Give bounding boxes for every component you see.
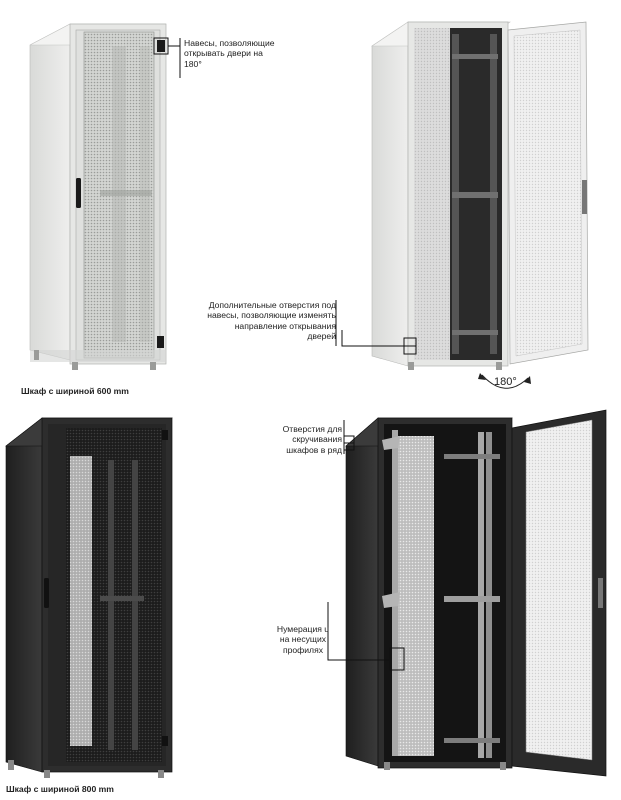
callout-extra-holes-line-3: направление открывания	[234, 320, 336, 331]
caption-cabinet-800: Шкаф с шириной 800 mm	[6, 784, 114, 794]
u-numbering-callout-line	[327, 602, 390, 661]
callout-hinges-line-3: 180°	[184, 58, 202, 69]
cabinet-600-light-open	[371, 21, 589, 389]
callout-lines	[153, 37, 416, 661]
callout-u-numbering-line-2: на несущих	[279, 634, 327, 645]
cabinet-800-dark-open	[343, 409, 607, 777]
caption-cabinet-600: Шкаф с шириной 600 mm	[21, 386, 129, 396]
door-swing-arc	[481, 374, 529, 389]
cabinet-600-light-closed	[29, 23, 167, 370]
callout-u-numbering-line-3: профилях	[282, 644, 324, 655]
callout-hinges-line-1: Навесы, позволяющие	[184, 38, 275, 48]
door-swing-angle-label: 180°	[494, 376, 517, 388]
callout-joining-holes-line-1: Отверстия для	[282, 424, 342, 434]
callout-u-numbering: Нумерация u на несущих профилях	[270, 624, 336, 655]
callout-joining-holes-line-2: скручивания	[292, 434, 342, 445]
callout-extra-holes-line-1: Дополнительные отверстия под	[208, 300, 336, 310]
cabinet-800-dark-closed	[5, 417, 173, 778]
callout-hinges-line-2: открывать двери на	[184, 48, 263, 59]
extra-holes-callout-line	[341, 330, 416, 347]
callout-joining-holes-line-3: шкафов в ряд	[286, 444, 342, 455]
callout-extra-holes-line-2: навесы, позволяющие изменять	[207, 310, 336, 321]
callout-joining-holes: Отверстия для скручивания шкафов в ряд	[250, 424, 342, 455]
callout-hinges: Навесы, позволяющие открывать двери на 1…	[184, 38, 304, 69]
callout-extra-holes-line-4: дверей	[307, 331, 336, 342]
callout-u-numbering-line-1: Нумерация u	[276, 624, 330, 634]
callout-extra-holes: Дополнительные отверстия под навесы, поз…	[180, 300, 336, 342]
